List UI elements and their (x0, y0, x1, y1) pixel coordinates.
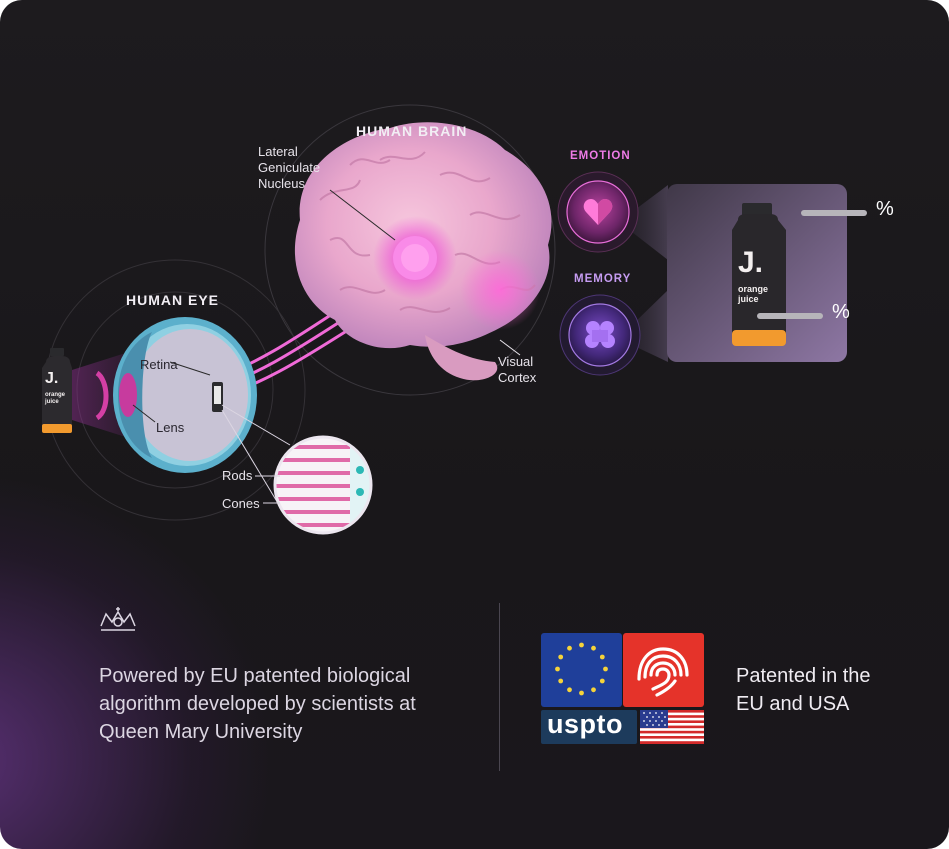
percent-bottom: % (832, 301, 850, 323)
bottle-large-line2: juice (738, 294, 759, 304)
bottle-small-line1: orange (45, 392, 66, 398)
vision-diagram (42, 104, 867, 535)
patented-text: Patented in the EU and USA (736, 662, 871, 718)
memory-orb (559, 294, 641, 376)
crown-icon (100, 607, 136, 631)
bottle-small-line2: juice (45, 399, 59, 405)
cones-label: Cones (222, 496, 260, 511)
brain-illustration (294, 122, 552, 381)
percent-top: % (876, 198, 894, 220)
juice-bottle-small (42, 348, 72, 433)
powered-line1: Powered by EU patented biological (99, 665, 411, 687)
powered-by-text: Powered by EU patented biological algori… (99, 662, 416, 746)
lens-label: Lens (156, 420, 185, 435)
visual-cortex-line2: Cortex (498, 370, 537, 385)
uspto-text: uspto (547, 709, 623, 739)
us-flag-icon (640, 710, 704, 744)
powered-line3: Queen Mary University (99, 721, 303, 743)
lgn-label-line3: Nucleus (258, 176, 305, 191)
lgn-label-line2: Geniculate (258, 160, 321, 175)
eye-illustration (95, 317, 257, 473)
memory-label: MEMORY (574, 273, 632, 285)
patent-line1: Patented in the (736, 665, 871, 687)
patent-line2: EU and USA (736, 693, 850, 715)
brain-memory-icon (585, 321, 615, 348)
emotion-label: EMOTION (570, 150, 631, 162)
bottle-large-line1: orange (738, 284, 769, 294)
visual-cortex-line1: Visual (498, 354, 534, 369)
lgn-label-line1: Lateral (258, 144, 298, 159)
powered-line2: algorithm developed by scientists at (99, 693, 416, 715)
visual-cortex-label: Visual Cortex (498, 354, 536, 386)
bottle-small-brand: J. (45, 370, 59, 387)
footer-divider (499, 603, 500, 771)
bottle-large-brand: J. (738, 246, 764, 279)
lgn-label: Lateral Geniculate Nucleus (258, 144, 320, 192)
brain-title: HUMAN BRAIN (356, 123, 468, 139)
eu-flag-icon (541, 633, 622, 707)
rods-label: Rods (222, 468, 253, 483)
eye-title: HUMAN EYE (126, 292, 220, 308)
emotion-orb (557, 171, 639, 253)
retina-label: Retina (140, 357, 178, 372)
epo-logo-icon (623, 633, 704, 707)
uspto-logo (541, 710, 637, 744)
